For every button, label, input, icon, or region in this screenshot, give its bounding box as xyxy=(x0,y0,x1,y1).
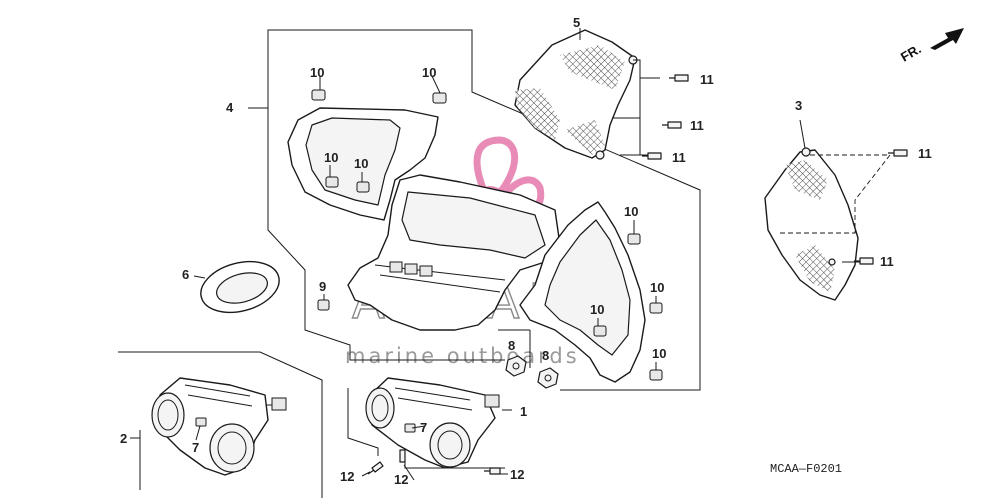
leader-lines xyxy=(195,165,657,481)
part-4-meter-panel-group xyxy=(248,29,701,391)
callout-10: 10 xyxy=(652,346,666,361)
screw-12 xyxy=(367,461,384,475)
front-label: FR. xyxy=(898,41,924,64)
callout-11: 11 xyxy=(918,146,932,161)
callout-7: 7 xyxy=(192,440,199,455)
callout-11: 11 xyxy=(672,150,686,165)
part-5-cover xyxy=(514,28,689,160)
part-6-grommet xyxy=(193,260,280,314)
clip-10 xyxy=(356,181,370,193)
callout-10: 10 xyxy=(422,65,436,80)
clip-10-group xyxy=(311,75,663,381)
clip-10 xyxy=(649,369,663,381)
screw-12 xyxy=(399,449,406,463)
front-arrow-icon xyxy=(930,28,964,50)
callout-10: 10 xyxy=(354,156,368,171)
callout-10: 10 xyxy=(324,150,338,165)
clip-10 xyxy=(325,176,339,188)
screw-11 xyxy=(888,149,908,157)
screw-11 xyxy=(669,74,689,82)
clip-10 xyxy=(593,325,607,337)
part-2-meter-assy xyxy=(118,351,323,498)
clip-10 xyxy=(627,233,641,245)
clip-10 xyxy=(311,89,326,101)
part-3-cover xyxy=(764,119,908,301)
callout-12: 12 xyxy=(510,467,524,482)
callout-4: 4 xyxy=(226,100,234,115)
callout-11: 11 xyxy=(700,72,714,87)
nut-8 xyxy=(537,367,559,389)
callout-11: 11 xyxy=(690,118,704,133)
screw-11 xyxy=(854,257,874,265)
nut-8 xyxy=(505,355,527,377)
callout-9: 9 xyxy=(319,279,326,294)
nuts-8 xyxy=(498,329,559,389)
callout-10: 10 xyxy=(590,302,604,317)
callout-1: 1 xyxy=(520,404,527,419)
screw-11 xyxy=(642,152,662,160)
clip-7 xyxy=(195,417,207,427)
part-1-meter-assy xyxy=(347,377,512,475)
watermark-tagline: marine outboards xyxy=(345,344,580,368)
callout-8: 8 xyxy=(542,348,549,363)
screw-12 xyxy=(484,467,501,475)
callout-6: 6 xyxy=(182,267,189,282)
callout-5: 5 xyxy=(573,15,580,30)
callout-3: 3 xyxy=(795,98,802,113)
callout-10: 10 xyxy=(624,204,638,219)
callout-2: 2 xyxy=(120,431,127,446)
diagram-code: MCAA—F0201 xyxy=(770,462,842,476)
screw-11 xyxy=(662,121,682,129)
callout-12: 12 xyxy=(340,469,354,484)
callout-12: 12 xyxy=(394,472,408,487)
callout-labels: 1 2 3 4 5 6 7 7 8 8 9 10 10 10 10 10 10 … xyxy=(120,15,932,487)
callout-8: 8 xyxy=(508,338,515,353)
callout-7: 7 xyxy=(420,420,427,435)
clip-9 xyxy=(317,299,330,311)
front-direction-indicator: FR. xyxy=(898,28,964,65)
clip-10 xyxy=(432,92,447,104)
callout-10: 10 xyxy=(310,65,324,80)
clip-10 xyxy=(649,302,663,314)
callout-10: 10 xyxy=(650,280,664,295)
callout-11: 11 xyxy=(880,254,894,269)
